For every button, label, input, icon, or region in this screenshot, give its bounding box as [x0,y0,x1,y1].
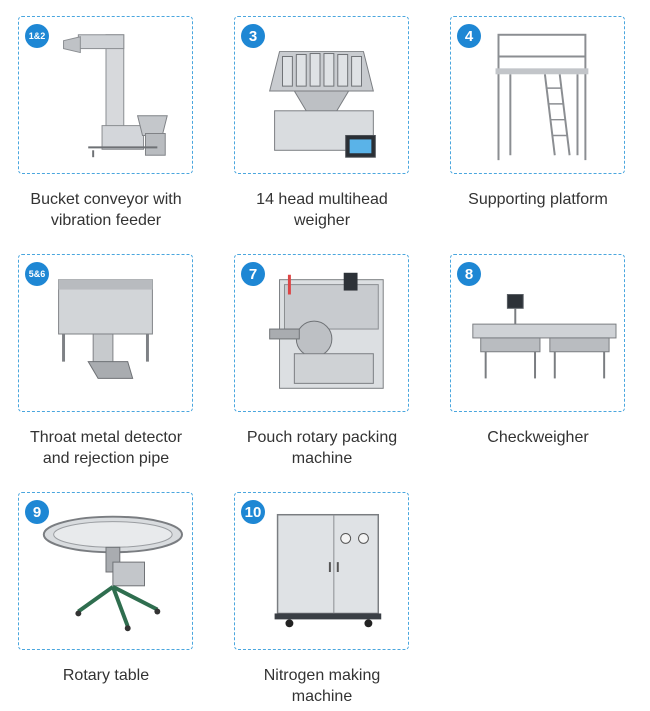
step-badge: 9 [25,500,49,524]
machine-caption: Rotary table [62,667,150,684]
machine-card-checkweigher[interactable]: 8 [450,254,625,412]
metal-detector-image [58,279,153,379]
step-badge: 1&2 [25,24,49,48]
machine-caption: Checkweigher [487,429,589,446]
multihead-weigher-image [269,51,376,158]
machine-caption: Supporting platform [468,191,608,208]
step-badge: 4 [457,24,481,48]
machine-card-multihead-weigher[interactable]: 3 [234,16,409,174]
machine-card-supporting-platform[interactable]: 4 [450,16,625,174]
checkweigher-image [472,294,617,379]
step-badge: 7 [241,262,265,286]
bucket-conveyor-image [63,34,168,158]
machine-card-nitrogen[interactable]: 10 [234,492,409,650]
machine-card-metal-detector[interactable]: 5&6 [18,254,193,412]
step-badge: 3 [241,24,265,48]
step-badge: 8 [457,262,481,286]
nitrogen-machine-image [274,513,382,628]
rotary-table-image [42,515,184,632]
step-badge: 5&6 [25,262,49,286]
machine-card-rotary-table[interactable]: 9 [18,492,193,650]
pouch-rotary-machine-image [269,272,384,389]
machine-card-pouch-rotary[interactable]: 7 [234,254,409,412]
step-badge: 10 [241,500,265,524]
machine-card-bucket-conveyor[interactable]: 1&2 [18,16,193,174]
supporting-platform-image [495,33,589,161]
